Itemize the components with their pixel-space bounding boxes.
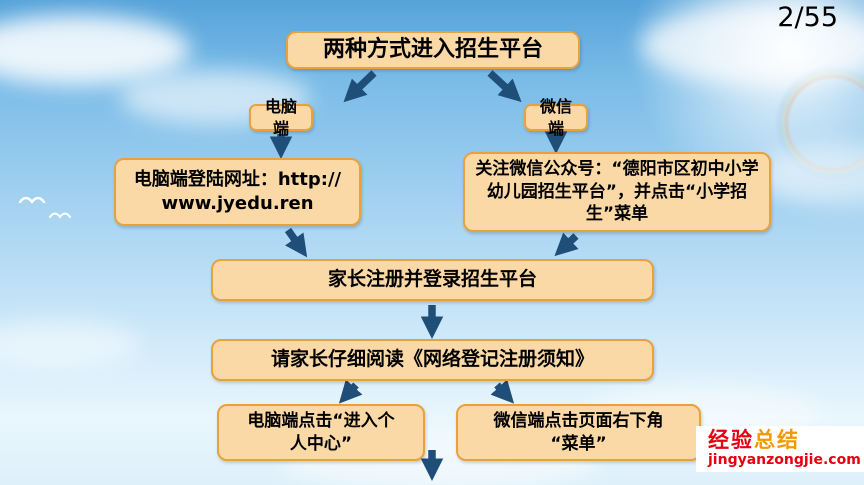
node-wechat-info: 关注微信公众号：“德阳市区初中小学幼儿园招生平台”，并点击“小学招生”菜单 [463,152,771,232]
cloud [0,15,190,85]
bird-icon [18,196,71,219]
node-register-text: 家长注册并登录招生平台 [327,268,537,291]
node-pc-action-line2: 人中心” [289,433,353,454]
arrow-url-to-register [284,227,308,258]
watermark-brand-part1: 经验 [708,428,754,453]
node-wechat-action-line2: “菜单” [550,433,607,454]
node-wechat-action: 微信端点击页面右下角 “菜单” [456,404,701,461]
cloud [0,320,140,370]
arrow-notice-to-wechat-action [490,379,515,404]
node-pc-url: 电脑端登陆网址：http:// www.jyedu.ren [114,158,361,226]
arrow-notice-to-pc-action [338,379,363,404]
node-wechat-branch-text: 微信端 [539,96,572,138]
node-pc-branch-text: 电脑端 [264,96,297,138]
watermark: 经验总结 jingyanzongjie.com [696,426,864,472]
slide-number: 2/55 [777,2,838,33]
watermark-brand-part2: 总结 [754,428,800,453]
node-wechat-action-line1: 微信端点击页面右下角 [493,410,664,431]
watermark-url: jingyanzongjie.com [708,452,861,469]
node-pc-url-line2: www.jyedu.ren [161,193,314,214]
node-pc-action-line1: 电脑端点击“进入个 [247,410,395,431]
arrow-title-to-wechat [487,70,522,103]
node-wechat-branch: 微信端 [524,97,588,138]
node-pc-action: 电脑端点击“进入个 人中心” [217,404,425,461]
node-pc-url-line1: 电脑端登陆网址：http:// [133,168,342,190]
arrow-info-to-register [554,232,579,257]
watermark-brand: 经验总结 [708,428,864,453]
node-title-text: 两种方式进入招生平台 [322,37,543,63]
node-notice: 请家长仔细阅读《网络登记注册须知》 [211,339,654,381]
cloud [640,5,864,85]
node-wechat-info-text: 关注微信公众号：“德阳市区初中小学幼儿园招生平台”，并点击“小学招生”菜单 [475,158,759,225]
node-notice-text: 请家长仔细阅读《网络登记注册须知》 [270,348,594,371]
node-title: 两种方式进入招生平台 [286,31,580,69]
node-pc-branch: 电脑端 [249,97,313,138]
node-register: 家长注册并登录招生平台 [211,259,654,301]
arrow-title-to-pc [343,70,377,103]
